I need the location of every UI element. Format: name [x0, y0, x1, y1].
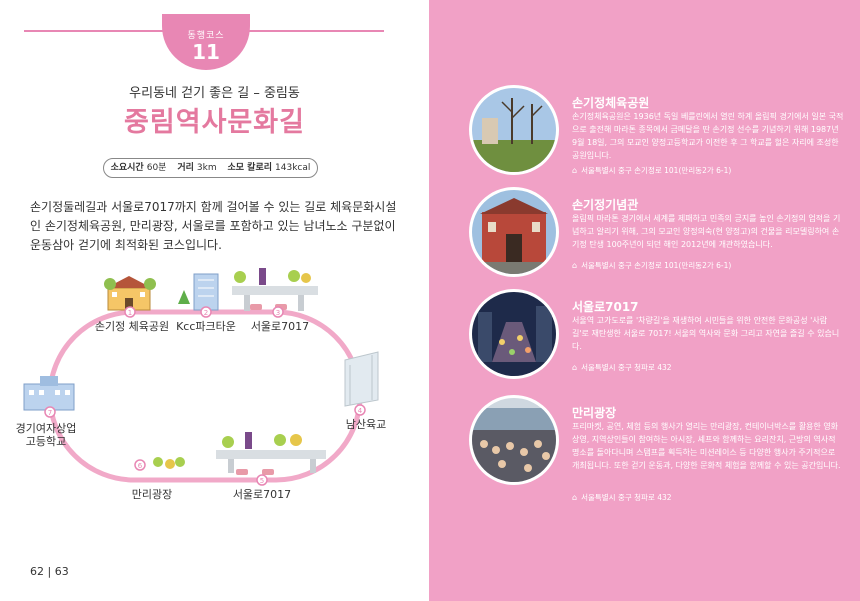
svg-text:7: 7 — [48, 409, 52, 417]
time-label: 소요시간 — [110, 163, 144, 173]
stop-label-4: 남산육교 — [346, 418, 386, 431]
spot-desc-1: 손기정체육공원은 1936년 독일 베를린에서 열린 하계 올림픽 경기에서 일… — [572, 112, 844, 160]
spot-title-2: 손기정기념관 — [572, 198, 639, 212]
stop-label-6: 만리광장 — [132, 488, 172, 501]
home-icon: ⌂ — [572, 493, 578, 502]
tree-icon — [178, 290, 190, 304]
bridge-icon — [344, 351, 379, 407]
route-map: 1 2 3 4 5 6 7 손기정 체육공원 Kcc파크타운 서울로7017 남… — [16, 268, 386, 501]
course-badge: 동행코스 11 — [162, 14, 250, 70]
park-building-icon — [104, 276, 156, 311]
route-marker-1: 1 — [124, 306, 136, 318]
spot-title-3: 서울로7017 — [572, 300, 639, 314]
page-numbers: 62 | 63 — [30, 565, 69, 578]
svg-text:2: 2 — [204, 309, 208, 317]
stop-label-7b: 고등학교 — [26, 435, 66, 448]
svg-text:1: 1 — [128, 309, 132, 317]
skywalk-icon — [232, 268, 318, 311]
route-marker-4: 4 — [354, 404, 366, 416]
spot-title-1: 손기정체육공원 — [572, 96, 650, 110]
spot-address-text-4: 서울특별시 중구 청파로 432 — [581, 493, 672, 502]
intro-text: 손기정둘레길과 서울로7017까지 함께 걸어볼 수 있는 길로 체육문화시설인… — [30, 200, 397, 252]
svg-text:3: 3 — [276, 309, 280, 317]
spot-desc-3: 서울역 고가도로를 '차량길'을 재생하여 시민들을 위한 안전한 문화공성 '… — [572, 316, 840, 351]
stop-label-3: 서울로7017 — [251, 320, 309, 333]
spot-3: 서울로7017 서울역 고가도로를 '차량길'을 재생하여 시민들을 위한 안전… — [472, 292, 852, 382]
svg-text:6: 6 — [138, 462, 143, 470]
spot-address-2: ⌂서울특별시 중구 손기정로 101(만리동2가 6-1) — [572, 260, 731, 271]
distance-label: 거리 — [177, 163, 194, 173]
spot-address-text-2: 서울특별시 중구 손기정로 101(만리동2가 6-1) — [581, 261, 732, 270]
spot-photo-4 — [472, 398, 556, 482]
spot-address-text-3: 서울특별시 중구 청파로 432 — [581, 363, 672, 372]
route-marker-5: 5 — [256, 474, 268, 486]
spot-photo-3 — [472, 292, 556, 376]
spot-photo-1 — [472, 88, 556, 172]
calorie-value: 143kcal — [275, 163, 311, 173]
spot-address-text-1: 서울특별시 중구 손기정로 101(만리동2가 6-1) — [581, 166, 732, 175]
calorie-label: 소모 칼로리 — [227, 163, 273, 173]
route-marker-7: 7 — [44, 406, 56, 418]
route-marker-3: 3 — [272, 306, 284, 318]
svg-text:5: 5 — [260, 477, 264, 485]
route-marker-6: 6 — [134, 459, 146, 471]
school-icon — [23, 376, 75, 411]
spot-desc-2: 올림픽 마라톤 경기에서 세계를 제패하고 민족의 긍지를 높인 손기정의 업적… — [572, 214, 841, 249]
spot-2: 손기정기념관 올림픽 마라톤 경기에서 세계를 제패하고 민족의 긍지를 높인 … — [472, 190, 852, 280]
skywalk-lower-icon — [216, 432, 326, 475]
spot-title-4: 만리광장 — [572, 406, 617, 420]
spot-address-3: ⌂서울특별시 중구 청파로 432 — [572, 362, 672, 373]
spot-desc-4: 프리마켓, 공연, 체험 등의 행사가 열리는 만리광장, 컨테이너박스를 활용… — [572, 422, 841, 470]
stop-label-5: 서울로7017 — [233, 488, 291, 501]
page-subtitle: 우리동네 걷기 좋은 길 – 중림동 — [129, 86, 300, 101]
svg-text:4: 4 — [358, 407, 363, 415]
home-icon: ⌂ — [572, 166, 578, 175]
stop-label-1: 손기정 체육공원 — [95, 320, 169, 333]
spot-photo-2 — [472, 190, 556, 274]
spot-address-1: ⌂서울특별시 중구 손기정로 101(만리동2가 6-1) — [572, 165, 731, 176]
page-title: 중림역사문화길 — [124, 107, 305, 138]
stop-label-2: Kcc파크타운 — [176, 320, 236, 333]
spot-4: 만리광장 프리마켓, 공연, 체험 등의 행사가 열리는 만리광장, 컨테이너박… — [472, 398, 852, 508]
home-icon: ⌂ — [572, 363, 578, 372]
apartment-icon — [193, 273, 219, 311]
distance-value: 3km — [196, 163, 217, 173]
route-marker-2: 2 — [200, 306, 212, 318]
course-label: 동행코스 — [187, 31, 225, 41]
time-value: 60분 — [146, 163, 167, 173]
home-icon: ⌂ — [572, 261, 578, 270]
course-number: 11 — [192, 40, 220, 64]
spot-1: 손기정체육공원 손기정체육공원은 1936년 독일 베를린에서 열린 하계 올림… — [472, 88, 852, 178]
trees-icon — [153, 457, 185, 469]
spot-address-4: ⌂서울특별시 중구 청파로 432 — [572, 492, 672, 503]
stop-label-7a: 경기여자상업 — [16, 422, 77, 435]
